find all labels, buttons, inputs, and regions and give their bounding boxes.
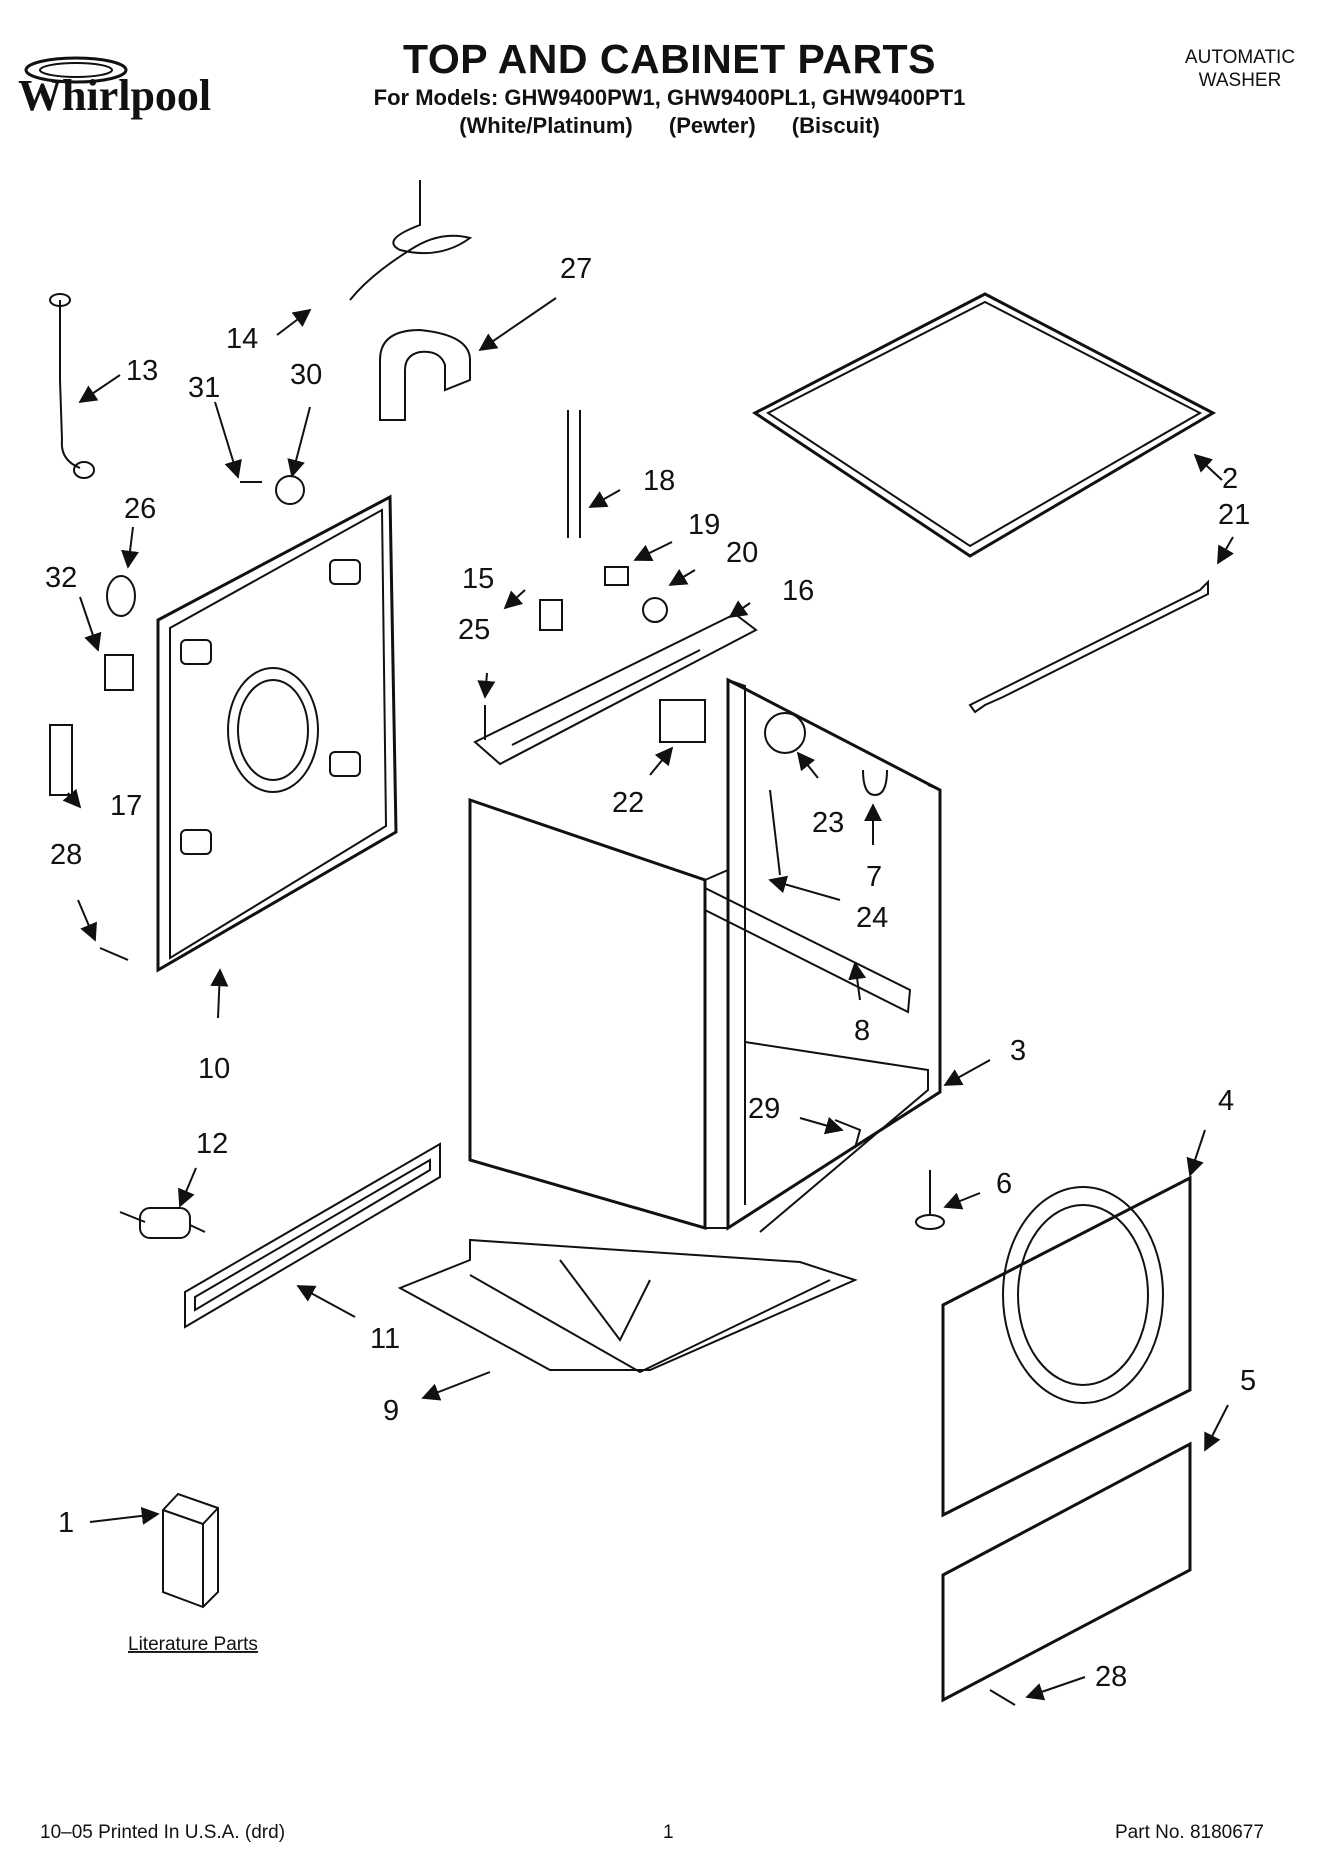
screw-28-front-part: [989, 1689, 1016, 1706]
cabinet-brace-part: [704, 886, 912, 1014]
screw-28-rear-part: [99, 947, 129, 961]
clip-part: [104, 654, 134, 691]
page-title: TOP AND CABINET PARTS: [403, 36, 936, 82]
callout-14: 14: [226, 323, 258, 355]
tube-part: [769, 789, 781, 876]
callout-10: 10: [198, 1053, 230, 1085]
logo-wordmark: Whirlpool: [18, 71, 211, 120]
variant-pewter: (Pewter): [668, 113, 756, 138]
bracket-15-part: [539, 599, 563, 631]
callout-32: 32: [45, 562, 77, 594]
front-panel-part: [941, 1175, 1192, 1518]
whirlpool-logo: Whirlpool: [18, 56, 211, 120]
cabinet-part: [397, 677, 942, 1374]
callout-8: 8: [854, 1015, 870, 1047]
callout-11: 11: [370, 1323, 400, 1355]
pressure-switch-part: [764, 712, 806, 754]
hook-part: [862, 769, 888, 797]
literature-parts-label: Literature Parts: [128, 1634, 258, 1655]
callout-17: 17: [110, 790, 142, 822]
callout-7: 7: [866, 861, 882, 893]
callout-30: 30: [290, 359, 322, 391]
callout-19: 19: [688, 509, 720, 541]
model-list: For Models: GHW9400PW1, GHW9400PL1, GHW9…: [373, 85, 966, 110]
callout-21: 21: [1218, 499, 1250, 531]
callout-13: 13: [126, 355, 158, 387]
callout-3: 3: [1010, 1035, 1026, 1067]
appliance-type: AUTOMATIC WASHER: [1140, 46, 1339, 92]
switch-part: [659, 699, 706, 743]
inlet-hose-part: [49, 293, 95, 479]
hose-clip-part: [49, 724, 73, 796]
callout-5: 5: [1240, 1365, 1256, 1397]
drain-hose-part: [567, 410, 581, 538]
kick-panel-part: [941, 1441, 1192, 1703]
callout-25: 25: [458, 614, 490, 646]
literature-parts: [162, 1492, 219, 1609]
elbow-part: [604, 566, 629, 586]
color-variants: (White/Platinum) (Pewter) (Biscuit): [0, 113, 1339, 139]
callout-27: 27: [560, 253, 592, 285]
callout-labels: 1 2 3 4 5 6 7 8 9 10 11 12 13 14 15 16 1…: [45, 253, 1256, 1693]
print-info: 10–05 Printed In U.S.A. (drd): [40, 1822, 286, 1843]
base-rail-part: [184, 1142, 441, 1329]
appliance-type-line1: AUTOMATIC: [1184, 47, 1296, 68]
callout-22: 22: [612, 787, 644, 819]
callout-4: 4: [1218, 1085, 1234, 1117]
clip-29-part: [834, 1119, 862, 1149]
variant-white-platinum: (White/Platinum): [459, 113, 633, 138]
leveling-stud-part: [119, 1207, 206, 1239]
rear-panel-part: [156, 494, 398, 973]
top-rail-part: [473, 612, 758, 766]
callout-24: 24: [856, 902, 888, 934]
callout-28-rear: 28: [50, 839, 82, 871]
callout-18: 18: [643, 465, 675, 497]
page-number: 1: [663, 1822, 674, 1843]
clamp-part: [275, 475, 305, 505]
leader-arrows: [62, 297, 1234, 1701]
variant-biscuit: (Biscuit): [791, 113, 880, 138]
callout-1: 1: [58, 1507, 74, 1539]
callout-15: 15: [462, 563, 494, 595]
callout-12: 12: [196, 1128, 228, 1160]
part-number: Part No. 8180677: [1115, 1822, 1264, 1843]
callout-28-front: 28: [1095, 1661, 1127, 1693]
callout-23: 23: [812, 807, 844, 839]
top-gasket-part: [752, 292, 1217, 558]
callout-20: 20: [726, 537, 758, 569]
cord-clamp-part: [379, 328, 471, 421]
brace-part: [968, 579, 1209, 714]
callout-26: 26: [124, 493, 156, 525]
appliance-type-line2: WASHER: [1198, 70, 1282, 91]
callout-29: 29: [748, 1093, 780, 1125]
grommet-part: [106, 575, 136, 617]
callout-16: 16: [782, 575, 814, 607]
callout-2: 2: [1222, 463, 1238, 495]
callout-6: 6: [996, 1168, 1012, 1200]
callout-9: 9: [383, 1395, 399, 1427]
callout-31: 31: [188, 372, 220, 404]
leveling-leg-part: [915, 1170, 945, 1230]
hose-clamp-part: [642, 597, 668, 623]
power-cord-part: [349, 180, 473, 301]
